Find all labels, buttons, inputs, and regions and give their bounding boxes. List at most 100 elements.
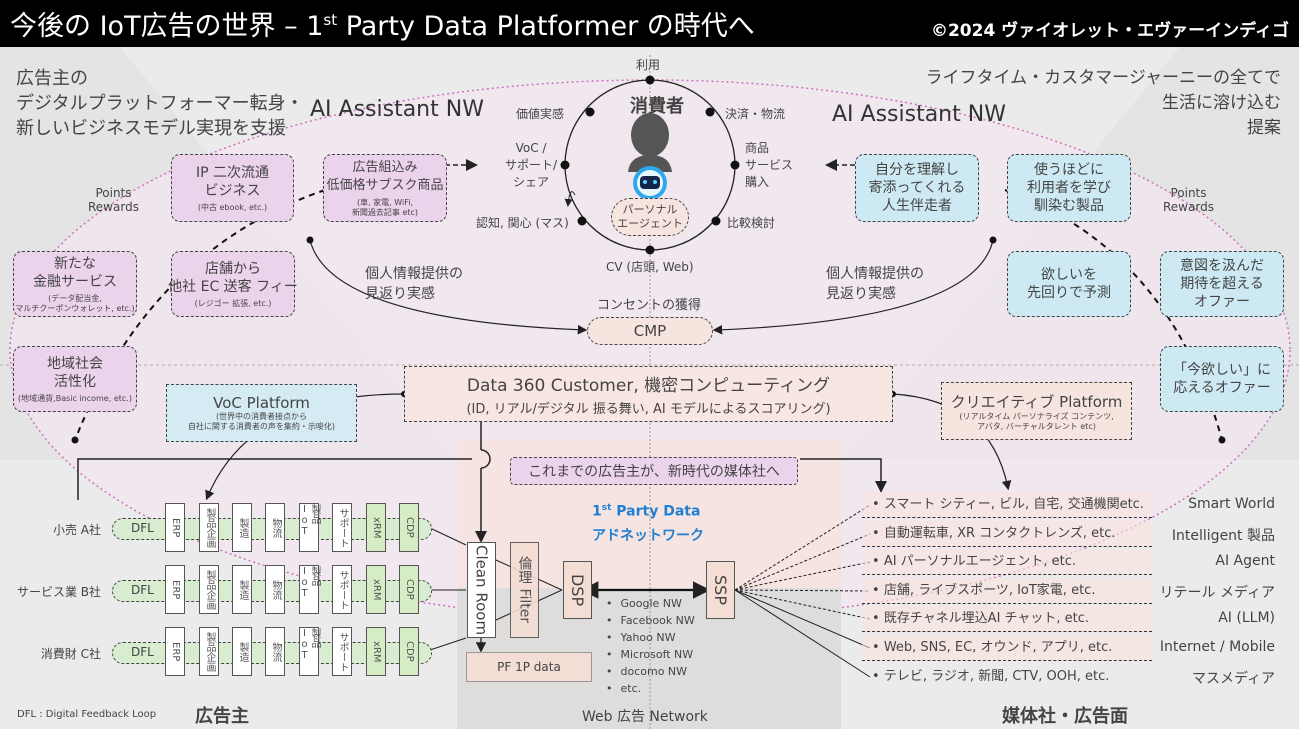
process-step: 製品企画 (199, 627, 219, 676)
media-row: • 店舗, ライブスポーツ, IoT家電, etc. (862, 577, 1152, 604)
cmp-box: CMP (587, 317, 713, 345)
media-row: • スマート シティー, ビル, 自宅, 交通機関etc. (862, 492, 1152, 518)
media-items: Web, SNS, EC, オウンド, アプリ, etc. (883, 640, 1113, 655)
process-step: 製品 IoT (299, 565, 320, 614)
network-item: Google NW (606, 595, 695, 612)
exceed-offer-box: 意図を汲んだ 期待を超える オファー (1160, 251, 1284, 317)
feedback-curve-left (309, 239, 588, 335)
company-name: 小売 A社 (52, 523, 101, 537)
voc-platform-box: VoC Platform (世界中の消費者接点から 自社に関する消費者の声を集約… (166, 384, 357, 442)
network-item: Microsoft NW (606, 646, 695, 663)
process-step: サポート (332, 503, 352, 552)
media-items: 既存チャネル埋込AI チャット, etc. (883, 611, 1090, 627)
dsp-box: DSP (563, 561, 592, 619)
media-row: • 自動運転車, XR コンタクトレンズ, etc. (862, 520, 1152, 547)
media-category: Internet / Mobile (1159, 639, 1275, 655)
process-step: xRM (366, 565, 386, 614)
stage-payment: 決済・物流 (725, 107, 786, 121)
media-label: 媒体社・広告面 (1002, 706, 1128, 727)
ai-assistant-nw-right: AI Assistant NW (832, 102, 1006, 127)
media-category: AI Agent (1215, 553, 1275, 570)
life-companion-box: 自分を理解し 寄添ってくれる 人生伴走者 (855, 154, 979, 222)
media-items: 店舗, ライブスポーツ, IoT家電, etc. (883, 582, 1096, 598)
process-step: サポート (332, 627, 352, 676)
data360-box: Data 360 Customer, 機密コンピューティング (ID, リアル/… (404, 366, 893, 422)
community-box: 地域社会 活性化(地域通貨,Basic income, etc.) (13, 346, 137, 412)
stage-conversion: CV (店頭, Web) (606, 260, 694, 274)
dfl-label: DFL (131, 645, 154, 659)
media-category: Intelligent 製品 (1171, 527, 1275, 544)
network-item: Yahoo NW (606, 629, 695, 646)
dfl-label: DFL (131, 583, 154, 597)
process-step: サポート (332, 565, 352, 614)
media-items: 自動運転車, XR コンタクトレンズ, etc. (883, 525, 1116, 541)
process-step: xRM (366, 627, 386, 676)
dfl-label: DFL (131, 521, 154, 535)
process-step: 物流 (265, 627, 285, 676)
consumer-label: 消費者 (630, 96, 684, 117)
feedback-left: 個人情報提供の 見返り実感 (365, 266, 463, 302)
process-step: 物流 (265, 565, 285, 614)
advertiser-label: 広告主 (195, 706, 249, 727)
media-category: AI (LLM) (1218, 610, 1275, 627)
copyright: ©2024 ヴァイオレット・エヴァーインディゴ (930, 21, 1289, 41)
dfl-note: DFL : Digital Feedback Loop (17, 709, 157, 720)
media-items: テレビ, ラジオ, 新聞, CTV, OOH, etc. (883, 668, 1110, 684)
stage-compare: 比較検討 (727, 216, 776, 230)
media-category: マスメディア (1191, 670, 1275, 687)
media-row: • Web, SNS, EC, オウンド, アプリ, etc. (862, 635, 1152, 661)
media-row: • 既存チャネル埋込AI チャット, etc. (862, 606, 1152, 633)
process-step: CDP (399, 503, 419, 552)
company-name: サービス業 B社 (16, 585, 101, 599)
process-step: xRM (366, 503, 386, 552)
page-title: 今後の IoT広告の世界 – 1st Party Data Platformer… (10, 11, 755, 42)
network-item: docomo NW (606, 663, 695, 680)
stage-purchase: 商品 サービス 購入 (745, 141, 794, 189)
company-name: 消費財 C社 (40, 647, 101, 661)
predict-box: 欲しいを 先回りで予測 (1007, 251, 1131, 317)
media-row: • AI パーソナルエージェント, etc. (862, 549, 1152, 576)
ec-fee-box: 店舗から 他社 EC 送客 フィー(レジゴー 拡張, etc.) (168, 251, 298, 317)
process-step: ERP (165, 627, 185, 676)
process-step: 物流 (265, 503, 285, 552)
media-items: AI パーソナルエージェント, etc. (883, 554, 1077, 570)
left-heading: 広告主の デジタルプラットフォーマー転身・ 新しいビジネスモデル実現を支援 (16, 68, 304, 139)
process-step: 製造 (232, 627, 252, 676)
media-category: リテール メディア (1159, 584, 1275, 601)
stage-value: 価値実感 (516, 107, 565, 121)
process-step: 製造 (232, 503, 252, 552)
points-rewards-right: Points Rewards (1163, 186, 1214, 214)
consent-label: コンセントの獲得 (597, 298, 702, 313)
network-item: Facebook NW (606, 612, 695, 629)
ad-subscription-box: 広告組込み 低価格サブスク商品(車, 家電, WiFi, 新聞過去記事 etc) (323, 154, 447, 222)
ssp-box: SSP (706, 561, 735, 619)
stage-use: 利用 (636, 58, 661, 72)
stage-voc: VoC / サポート/ シェア (505, 141, 558, 189)
personal-agent: パーソナル エージェント (611, 198, 689, 236)
pf-1p-data-box: PF 1P data (466, 652, 592, 682)
process-step: 製品企画 (199, 565, 219, 614)
feedback-right: 個人情報提供の 見返り実感 (826, 266, 924, 302)
robot-agent-icon (633, 166, 667, 200)
process-step: ERP (165, 503, 185, 552)
process-step: CDP (399, 627, 419, 676)
feedback-curve-right (712, 239, 994, 335)
media-items: スマート シティー, ビル, 自宅, 交通機関etc. (883, 497, 1144, 512)
media-category: Smart World (1188, 496, 1275, 512)
creative-platform-box: クリエイティブ Platform (リアルタイム パーソナライズ コンテンツ, … (941, 382, 1132, 440)
network-item: etc. (606, 680, 695, 697)
ip-secondary-box: IP 二次流通 ビジネス(中古 ebook, etc.) (171, 154, 294, 222)
ethics-filter-box: 倫理 Filter (510, 542, 539, 638)
points-rewards-left: Points Rewards (88, 186, 139, 214)
cycle-nodes (560, 75, 740, 255)
media-row: • テレビ, ラジオ, 新聞, CTV, OOH, etc. (872, 668, 1110, 684)
process-step: CDP (399, 565, 419, 614)
ai-assistant-nw-left: AI Assistant NW (310, 97, 484, 122)
now-offer-box: 「今欲しい」に 応えるオファー (1160, 346, 1284, 412)
stage-awareness: 認知, 関心 (マス) (476, 216, 569, 230)
process-step: 製品 IoT (299, 627, 320, 676)
web-network-list: Google NW Facebook NW Yahoo NW Microsoft… (606, 595, 695, 697)
process-step: ERP (165, 565, 185, 614)
web-network-label: Web 広告 Network (582, 709, 708, 725)
